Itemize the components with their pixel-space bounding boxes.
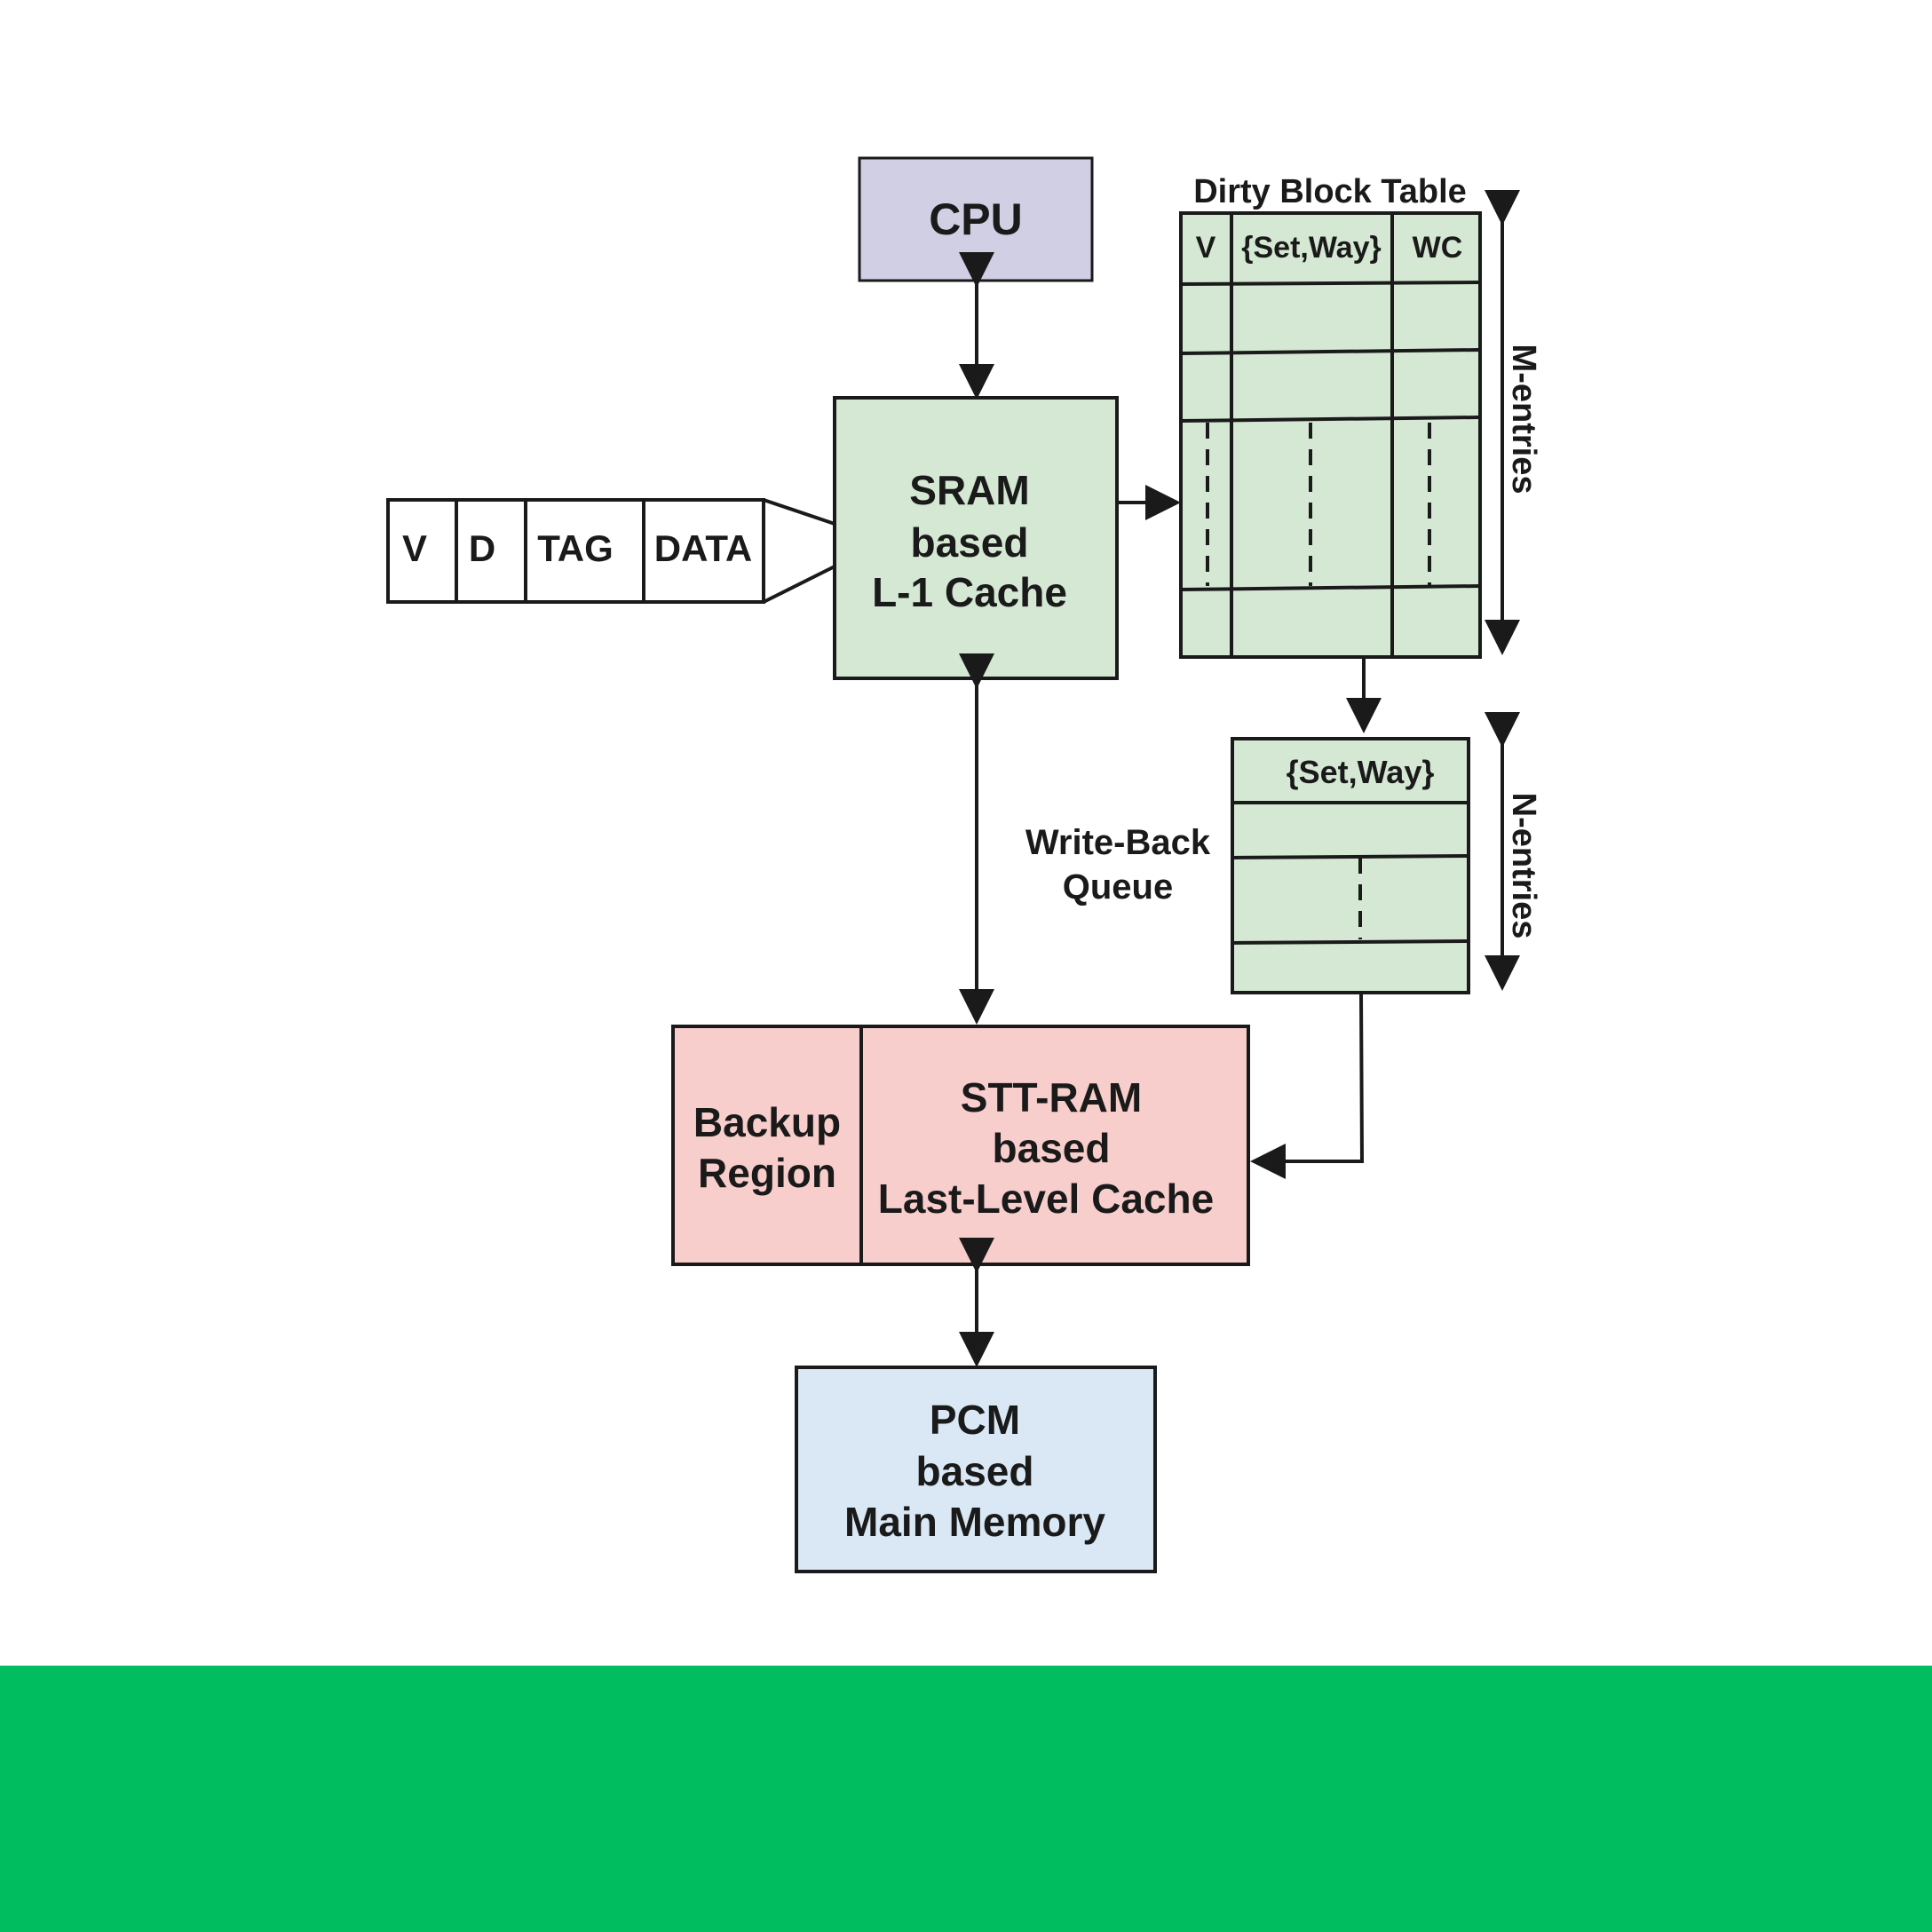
dbt-header-wc: WC [1413, 231, 1463, 265]
dbt-header-v: V [1196, 231, 1216, 265]
wbq-llc-arrow [1250, 992, 1365, 1179]
cpu-block: CPU [858, 156, 1094, 282]
backup-region-line-2: Region [698, 1150, 836, 1196]
m-entries-label: M-entries [1505, 344, 1542, 495]
l1-line-1: SRAM [909, 467, 1029, 513]
mem-line-3: Main Memory [844, 1499, 1105, 1545]
llc-line-2: based [993, 1125, 1111, 1171]
backup-region-line-1: Backup [693, 1099, 841, 1145]
wbq-title-line-2: Queue [1063, 867, 1173, 907]
llc-block: Backup Region STT-RAM based Last-Level C… [671, 1025, 1250, 1266]
l1-cache-block: SRAM based L-1 Cache [833, 396, 1119, 680]
wbq-header-setway: {Set,Way} [1287, 754, 1435, 790]
llc-line-1: STT-RAM [961, 1074, 1142, 1120]
field-d: D [469, 527, 495, 569]
field-data: DATA [654, 527, 752, 569]
llc-line-3: Last-Level Cache [878, 1176, 1214, 1222]
footer-band [0, 1666, 1932, 1932]
cache-line-format: V D TAG DATA [386, 498, 835, 604]
cache-line-expansion-lines [763, 498, 835, 526]
mem-line-1: PCM [930, 1397, 1020, 1443]
l1-line-3: L-1 Cache [872, 569, 1067, 615]
wbq-title-line-1: Write-Back [1025, 823, 1211, 862]
field-tag: TAG [537, 527, 614, 569]
cpu-label: CPU [929, 194, 1023, 244]
l1-line-2: based [911, 519, 1029, 566]
main-memory-block: PCM based Main Memory [795, 1366, 1157, 1573]
dbt-header-setway: {Set,Way} [1241, 231, 1381, 265]
mem-line-2: based [916, 1448, 1034, 1494]
field-v: V [402, 527, 427, 569]
dbt-title: Dirty Block Table [1193, 173, 1467, 210]
n-entries-label: N-entries [1505, 793, 1542, 939]
write-back-queue: {Set,Way} Write-Back Queue N-entries [1025, 712, 1542, 994]
dirty-block-table: Dirty Block Table V {Set,Way} WC M-entri… [1179, 173, 1542, 659]
